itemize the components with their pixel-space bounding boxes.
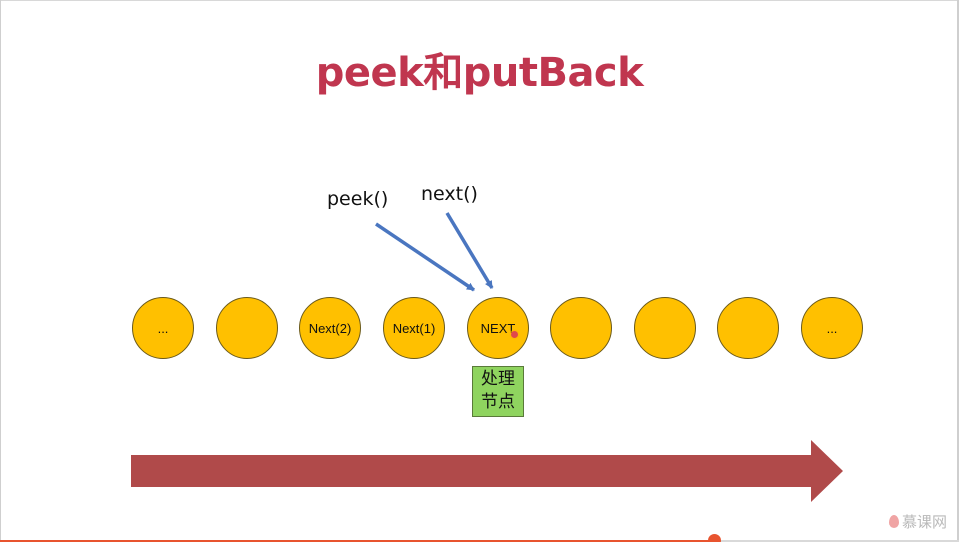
node-empty-4 <box>717 297 779 359</box>
cursor-pointer-dot <box>511 331 518 338</box>
node-label: Next(2) <box>308 320 352 336</box>
node-empty-3 <box>634 297 696 359</box>
frame-right-border <box>957 0 959 542</box>
watermark-text: 慕课网 <box>901 513 947 531</box>
node-ellipsis-end: ... <box>801 297 863 359</box>
peek-pointer-arrow <box>375 222 475 292</box>
frame-left-border <box>0 0 1 542</box>
processing-box-line2: 节点 <box>481 392 515 412</box>
node-label: Next(1) <box>392 320 436 336</box>
node-next-current: NEXT <box>467 297 529 359</box>
progress-fill <box>0 540 715 542</box>
processing-box-line1: 处理 <box>481 369 515 389</box>
slide-title: peek和putBack <box>315 50 644 96</box>
node-label: NEXT <box>480 320 516 336</box>
frame-top-border <box>0 0 959 1</box>
node-ellipsis-start: ... <box>132 297 194 359</box>
video-progress-bar[interactable] <box>0 534 959 542</box>
next-pointer-arrow <box>445 212 494 289</box>
next-pointer-label: next() <box>421 183 478 205</box>
flame-icon <box>888 515 899 528</box>
node-empty-2 <box>550 297 612 359</box>
node-next-1: Next(1) <box>383 297 445 359</box>
node-label: ... <box>826 320 838 336</box>
direction-arrow <box>131 440 843 502</box>
node-label: ... <box>157 320 169 336</box>
node-next-2: Next(2) <box>299 297 361 359</box>
processing-node-box: 处理 节点 <box>472 366 524 417</box>
peek-pointer-label: peek() <box>327 188 389 210</box>
progress-knob[interactable] <box>708 534 722 542</box>
node-empty-1 <box>216 297 278 359</box>
watermark-logo: 慕课网 <box>888 511 947 532</box>
